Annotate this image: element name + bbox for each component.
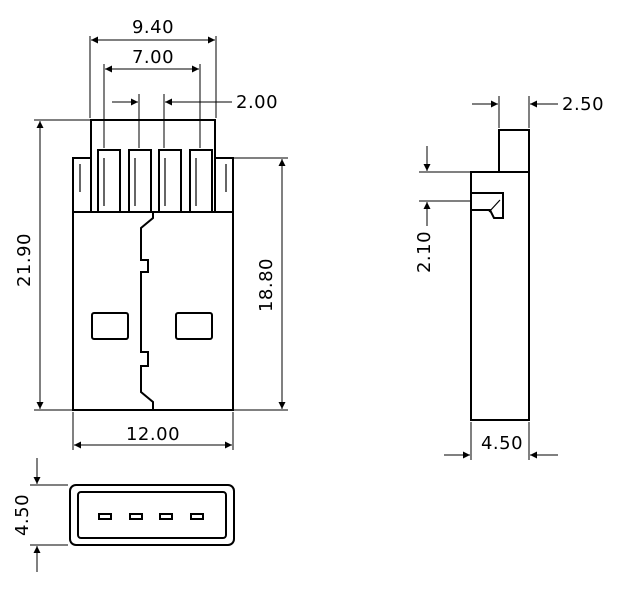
dim-side-4-50: 4.50 [481, 433, 523, 454]
dim-2-10: 2.10 [414, 231, 435, 273]
end-dimensions: 4.50 [12, 458, 68, 572]
pin-3 [158, 149, 182, 213]
front-dimensions: 9.40 7.00 2.00 21.90 18.80 12.00 [14, 17, 288, 450]
front-view [72, 119, 234, 411]
dim-18-80: 18.80 [256, 258, 277, 312]
dim-9-40: 9.40 [132, 17, 174, 38]
right-tab [215, 157, 234, 213]
pin-4 [189, 149, 213, 213]
pins [97, 149, 213, 213]
side-dimensions: 2.50 2.10 4.50 [414, 94, 604, 460]
end-view [69, 484, 235, 546]
body-shell [72, 211, 234, 411]
side-step [471, 192, 504, 219]
side-pin [498, 129, 530, 173]
left-tab [72, 157, 91, 213]
pin-2 [128, 149, 152, 213]
dim-2-50: 2.50 [562, 94, 604, 115]
dim-end-4-50: 4.50 [12, 494, 33, 536]
dim-2-00: 2.00 [236, 92, 278, 113]
end-outer [69, 484, 235, 546]
dim-12-00: 12.00 [126, 424, 180, 445]
side-view [470, 129, 530, 421]
left-window [91, 312, 129, 340]
pin-1 [97, 149, 121, 213]
dim-21-90: 21.90 [14, 233, 35, 287]
side-body [470, 171, 530, 421]
end-contacts [98, 513, 204, 520]
end-inner [77, 491, 227, 539]
dim-7-00: 7.00 [132, 47, 174, 68]
body-seam [140, 212, 154, 410]
right-window [175, 312, 213, 340]
